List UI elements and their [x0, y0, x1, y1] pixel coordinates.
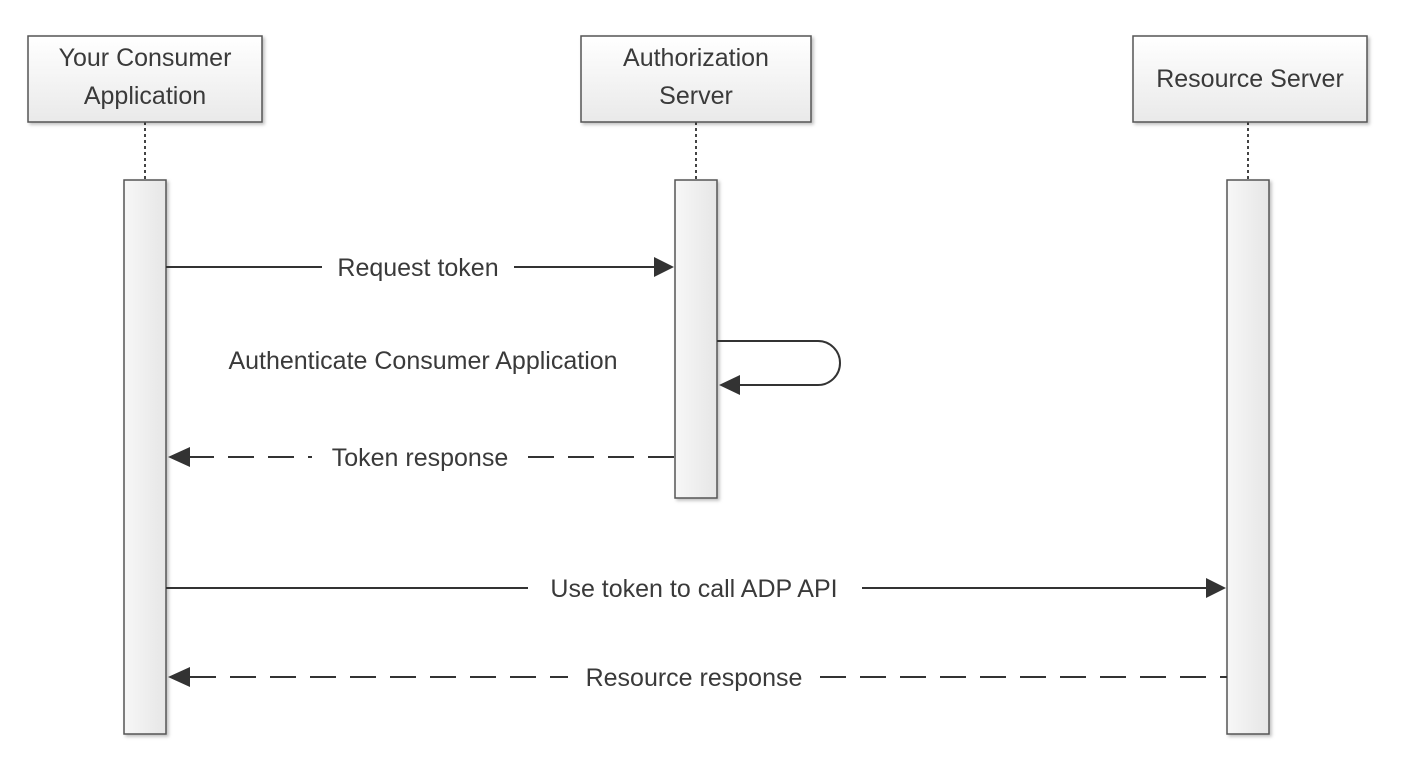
message-label-authenticate: Authenticate Consumer Application [228, 347, 617, 375]
participant-auth: Authorization Server [580, 35, 812, 123]
activation-consumer [123, 179, 167, 735]
arrowhead-icon [654, 257, 674, 277]
participant-resource-line1: Resource Server [1156, 65, 1344, 93]
participant-auth-line2: Server [659, 82, 733, 110]
message-resource-response: Resource response [168, 664, 1227, 692]
message-label-resource-response: Resource response [586, 664, 803, 692]
message-token-response: Token response [168, 444, 675, 472]
message-label-token-response: Token response [332, 444, 509, 472]
message-label-use-token: Use token to call ADP API [550, 575, 837, 603]
message-label-request-token: Request token [337, 254, 498, 282]
arrowhead-icon [1206, 578, 1226, 598]
message-authenticate: Authenticate Consumer Application [228, 340, 841, 395]
activation-auth [674, 179, 718, 499]
participant-consumer-line1: Your Consumer [59, 44, 232, 72]
participant-consumer: Your Consumer Application [27, 35, 263, 123]
message-use-token: Use token to call ADP API [166, 575, 1226, 603]
arrowhead-icon [719, 375, 740, 395]
arrowhead-icon [168, 447, 190, 467]
activation-resource [1226, 179, 1270, 735]
participant-auth-line1: Authorization [623, 44, 769, 72]
arrowhead-icon [168, 667, 190, 687]
participant-resource: Resource Server [1132, 35, 1368, 123]
message-request-token: Request token [166, 254, 674, 282]
participant-consumer-line2: Application [84, 82, 206, 110]
